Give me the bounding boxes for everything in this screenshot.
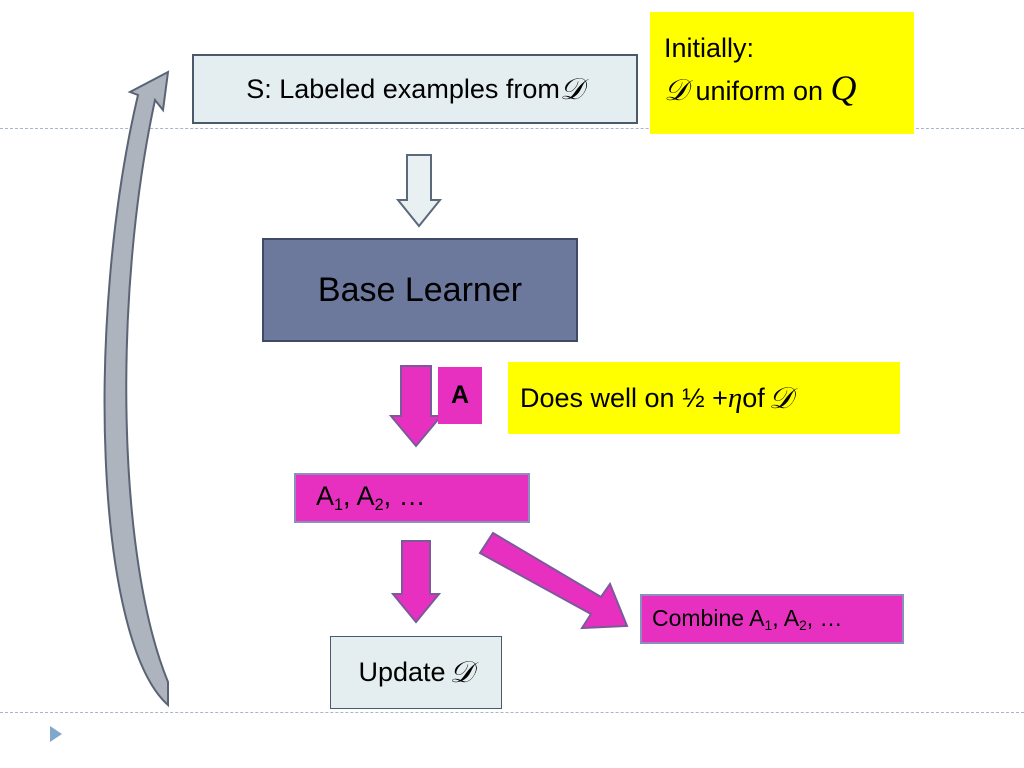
bullet-triangle-icon [50,726,62,742]
uniform-text: uniform on [687,76,831,106]
feedback-arrow [103,70,170,708]
distribution-symbol: 𝒟 [559,71,584,107]
down-arrow-to-update [390,540,442,624]
of-text: of [742,382,765,413]
distribution-symbol: 𝒟 [449,655,474,690]
does-well-note: Does well on ½ + η of 𝒟 [508,362,900,434]
base-learner-label: Base Learner [317,270,523,309]
down-arrow-to-learner [395,154,443,228]
combine-text: Combine A1, A2, … [652,604,843,634]
top-divider-line [0,128,1024,129]
hypotheses-text: A1, A2, … [316,481,426,514]
diagonal-arrow-to-combine [478,531,629,630]
hypothesis-marker: A [438,367,482,424]
distribution-symbol: 𝒟 [768,380,793,416]
does-well-text: Does well on ½ + [520,382,728,413]
hypotheses-box: A1, A2, … [294,473,530,523]
uniform-line: 𝒟 uniform on Q [664,68,914,111]
initially-note: Initially: 𝒟 uniform on Q [650,12,914,134]
set-q-symbol: Q [830,68,857,108]
bottom-divider-line [0,712,1024,713]
hypothesis-marker-label: A [450,381,470,409]
labeled-examples-text: S: Labeled examples from [246,73,560,104]
update-text: Update [358,657,446,687]
initially-label: Initially: [664,33,755,63]
labeled-examples-box: S: Labeled examples from 𝒟 [192,54,638,124]
base-learner-box: Base Learner [262,238,578,342]
update-box: Update 𝒟 [330,636,502,709]
distribution-symbol: 𝒟 [664,73,688,108]
down-arrow-to-hypotheses [388,365,444,448]
eta-symbol: η [727,381,743,414]
combine-box: Combine A1, A2, … [640,594,904,644]
